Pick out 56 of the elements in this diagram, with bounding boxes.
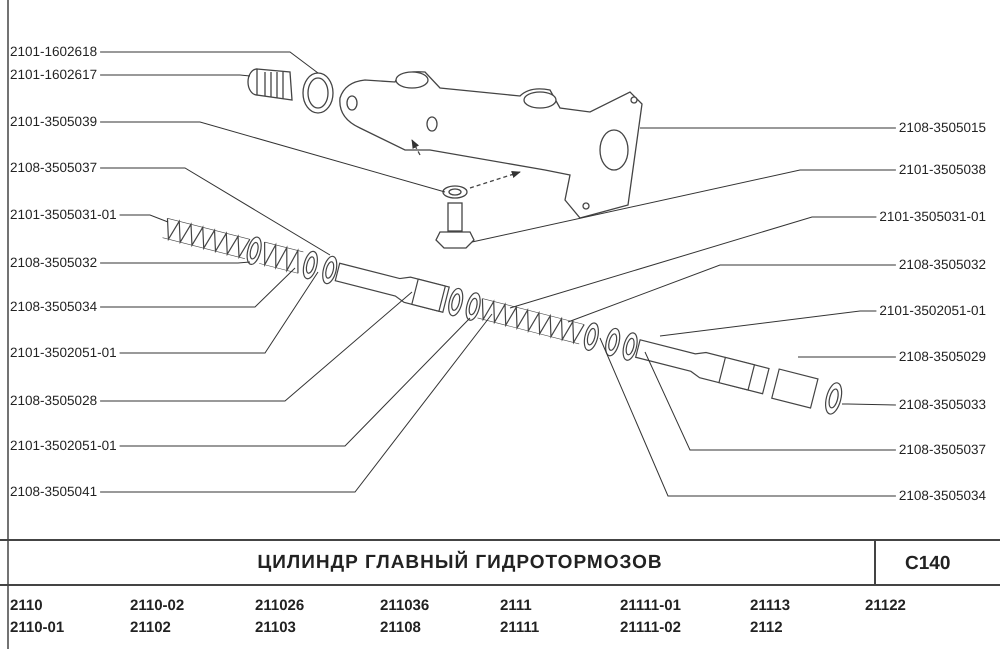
leader-line bbox=[119, 272, 318, 354]
model-number: 21111-01 bbox=[620, 597, 681, 614]
leader-line bbox=[100, 122, 446, 192]
leader-line bbox=[119, 214, 168, 222]
model-number: 2110-02 bbox=[130, 597, 184, 614]
part-number: 2108-3505015 bbox=[898, 120, 986, 136]
leader-line bbox=[119, 318, 470, 446]
part-number: 2108-3505028 bbox=[10, 393, 98, 409]
model-number: 2110-01 bbox=[10, 619, 64, 636]
leader-line bbox=[100, 168, 330, 256]
part-number: 2108-3505033 bbox=[898, 397, 986, 413]
part-number: 2108-3505034 bbox=[898, 488, 986, 504]
part-number: 2108-3505041 bbox=[10, 484, 98, 500]
model-number: 211026 bbox=[255, 597, 304, 614]
model-number: 21111 bbox=[500, 619, 540, 636]
table-title: ЦИЛИНДР ГЛАВНЫЙ ГИДРОТОРМОЗОВ bbox=[256, 552, 664, 574]
leader-line bbox=[100, 262, 250, 264]
model-number: 21108 bbox=[380, 619, 421, 636]
model-number: 2110 bbox=[10, 597, 43, 614]
part-number: 2101-3502051-01 bbox=[10, 438, 117, 454]
model-number: 2111 bbox=[500, 597, 532, 614]
leader-line bbox=[798, 356, 896, 358]
part-number: 2108-3505034 bbox=[10, 299, 98, 315]
part-number: 2101-3502051-01 bbox=[879, 303, 986, 319]
part-number: 2108-3505037 bbox=[10, 160, 98, 176]
part-number: 2101-1602617 bbox=[10, 67, 98, 83]
leader-line bbox=[644, 352, 896, 450]
part-number: 2101-3502051-01 bbox=[10, 345, 117, 361]
sheet-code: C140 bbox=[905, 553, 950, 575]
leader-line bbox=[100, 292, 412, 402]
part-number: 2101-3505039 bbox=[10, 114, 98, 130]
model-number: 21111-02 bbox=[620, 619, 681, 636]
leader-line bbox=[660, 310, 877, 336]
leader-line bbox=[510, 216, 877, 308]
leader-line bbox=[100, 314, 492, 492]
leader-line bbox=[100, 52, 318, 74]
model-number: 211036 bbox=[380, 597, 430, 614]
part-number: 2101-3505031-01 bbox=[879, 209, 986, 225]
part-number: 2108-3505029 bbox=[898, 349, 986, 365]
model-number: 21113 bbox=[750, 597, 790, 614]
model-number: 2112 bbox=[750, 619, 783, 636]
leader-line bbox=[100, 268, 296, 308]
leader-line bbox=[100, 74, 250, 76]
leader-line bbox=[568, 264, 896, 322]
model-number: 21103 bbox=[255, 619, 296, 636]
part-number: 2108-3505032 bbox=[898, 257, 986, 273]
part-number: 2108-3505037 bbox=[898, 442, 986, 458]
part-number: 2101-3505031-01 bbox=[10, 207, 117, 223]
leader-line bbox=[842, 404, 896, 406]
part-number: 2101-1602618 bbox=[10, 44, 98, 60]
part-number: 2101-3505038 bbox=[898, 162, 986, 178]
model-number: 21102 bbox=[130, 619, 171, 636]
model-number: 21122 bbox=[865, 597, 906, 614]
leader-line bbox=[472, 170, 896, 242]
leader-line bbox=[600, 338, 896, 496]
part-number: 2108-3505032 bbox=[10, 255, 98, 271]
